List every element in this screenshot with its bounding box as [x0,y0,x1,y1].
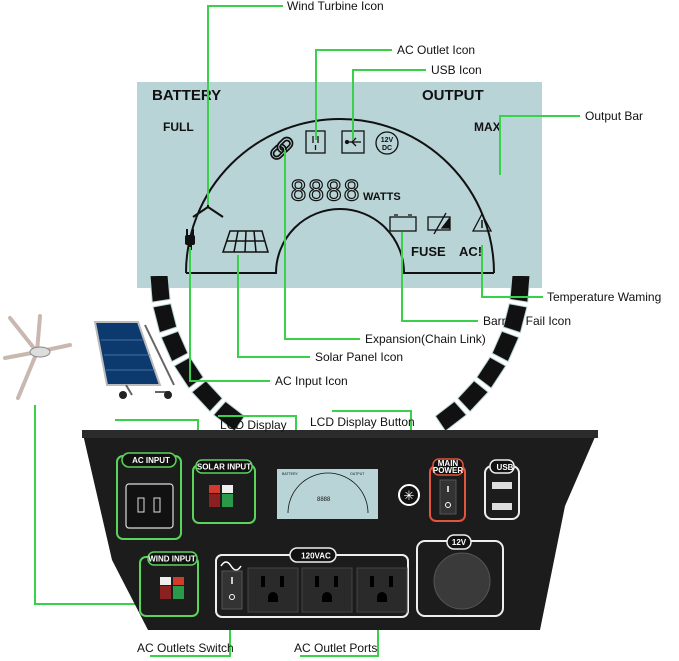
dc-top: 12V [381,137,394,144]
callout-lcd-display-button: LCD Display Button [310,415,415,429]
callout-lcd-display: LCD Display [220,418,287,432]
12v-dc-icon: 12V DC [375,131,399,155]
solar-input-label: SOLAR INPUT [197,463,251,472]
lcd-inner-arc [186,208,494,274]
mini-output: OUTPUT [350,472,365,476]
ac-outlets-switch[interactable] [221,570,243,610]
callout-ac-outlet-ports: AC Outlet Ports [294,641,377,655]
callout-solar-panel-icon: Solar Panel Icon [315,350,403,364]
callout-usb-icon: USB Icon [431,63,482,77]
usb-label: USB [497,463,514,472]
ac-outlet-port[interactable] [356,567,408,613]
wind-turbine-image [3,314,72,400]
lcd-screen: BATTERY OUTPUT FULL MAX 🔗︎ [137,82,542,432]
bar-segment [173,356,204,389]
watts-digits: 8888 [290,174,360,207]
bar-segment [434,400,468,432]
bar-segment [160,330,189,363]
main-label: MAIN [438,459,459,468]
12v-socket[interactable]: 12V [416,534,504,617]
battery-label: BATTERY [152,87,221,104]
chain-link-icon: 🔗︎ [268,136,296,161]
full-label: FULL [163,120,194,134]
main-power-switch[interactable]: MAIN POWER [429,458,466,522]
callout-wind-turbine-icon: Wind Turbine Icon [287,0,384,13]
wind-input-port[interactable]: WIND INPUT [139,551,199,617]
battery-bar [149,274,246,432]
dc-bottom: DC [382,145,392,152]
ac-input-port[interactable]: AC INPUT [116,452,182,540]
solar-input-port[interactable]: SOLAR INPUT [192,459,256,524]
bar-segment [502,303,528,334]
ac-warning-label: AC! [459,244,482,259]
output-bar [434,274,531,432]
callout-ac-input-icon: AC Input Icon [275,374,348,388]
battery-fail-icon [389,214,417,232]
12v-label: 12V [452,538,467,547]
callout-temperature-warning: Temperature Waming [547,290,661,304]
bar-segment [457,380,489,413]
ac-outlets-group: 120VAC [215,547,409,618]
usb-ports[interactable]: USB [484,459,520,520]
solar-panel-image [93,321,175,399]
ac-outlet-port[interactable] [301,567,353,613]
fuse-icon [427,212,451,235]
callout-output-bar: Output Bar [585,109,643,123]
fuse-label: FUSE [411,244,446,259]
mini-battery: BATTERY [282,472,298,476]
lcd-arc [185,118,495,274]
snowflake-icon: ✳ [404,488,415,503]
mini-digits: 8888 [317,497,331,503]
lcd-display-small: BATTERY OUTPUT 8888 [277,469,378,519]
bar-segment [491,330,520,363]
output-label: OUTPUT [422,87,484,104]
power-label: POWER [433,466,463,475]
callout-ac-outlets-switch: AC Outlets Switch [137,641,234,655]
lcd-display-button[interactable]: ✳ [398,484,420,506]
callout-expansion: Expansion(Chain Link) [365,332,486,346]
120vac-label: 120VAC [301,552,331,561]
watts-label: WATTS [363,191,401,203]
bar-segment [509,274,531,303]
wind-input-label: WIND INPUT [148,555,196,564]
bar-segment [476,356,507,389]
temperature-warning-icon [471,212,493,232]
ac-wave-icon [220,561,242,571]
callout-battery-fail-icon: Barrery Fail Icon [483,314,571,328]
bar-segment [152,303,178,334]
max-label: MAX [474,120,501,134]
ac-outlet-port[interactable] [247,567,299,613]
callout-ac-outlet-icon: AC Outlet Icon [397,43,475,57]
solar-panel-icon [221,230,269,253]
ac-input-label: AC INPUT [132,456,170,465]
bar-segment [191,380,223,413]
bar-segment [149,274,171,303]
